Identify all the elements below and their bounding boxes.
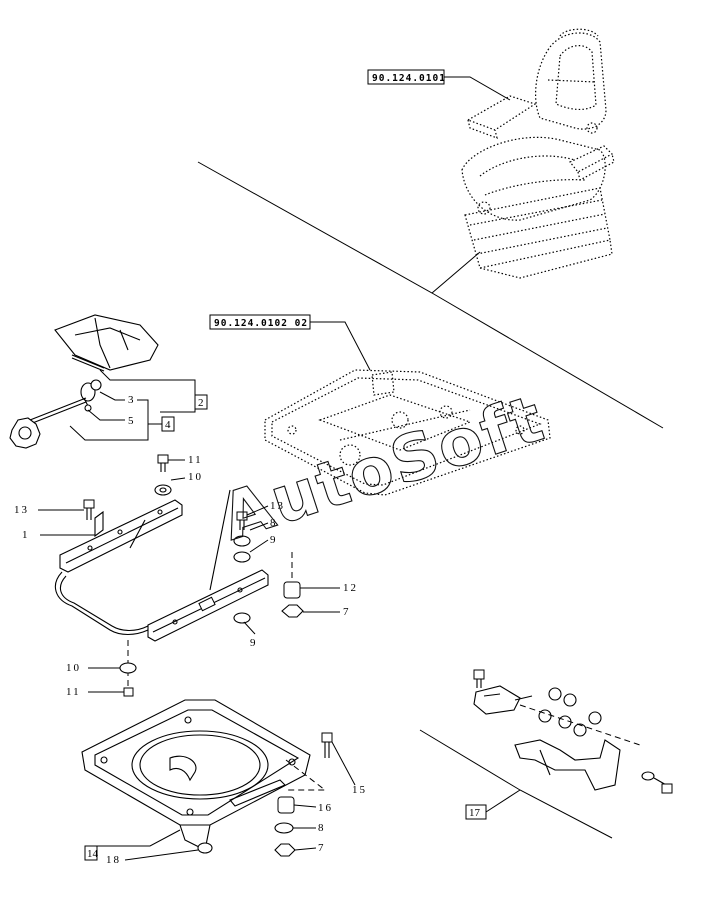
leader-5 (87, 409, 125, 421)
separator-line-mid (431, 292, 664, 429)
callout-18: 18 (106, 854, 121, 866)
watermark: AutoSoft (213, 382, 554, 556)
leader-2b (160, 400, 196, 413)
spacer-icon (277, 796, 295, 814)
leader-18 (124, 849, 199, 861)
seat-belt-buckle-icon (473, 669, 673, 794)
callout-3: 3 (128, 394, 136, 406)
callout-5: 5 (128, 415, 136, 427)
boxed-callout-17-label: 17 (469, 807, 481, 819)
seat-slide-rail-icon (54, 489, 269, 642)
separator-line-top (197, 161, 481, 294)
seat-pad-icon (54, 314, 159, 371)
callout-13b: 13 (270, 500, 285, 512)
leader-15 (331, 741, 356, 786)
hex-nut-icon (281, 604, 304, 618)
callout-8b: 8 (318, 822, 326, 834)
bracket-icon (94, 510, 104, 538)
control-knob-icon (9, 354, 105, 449)
leader-7b (294, 847, 317, 851)
boxed-callout-17 (465, 804, 487, 820)
callout-13a: 13 (14, 504, 29, 516)
washer-icon (233, 551, 251, 563)
leader-9a (249, 539, 269, 553)
callout-10a: 10 (188, 471, 203, 483)
boxed-callout-2-label: 2 (198, 397, 204, 409)
svg-text:90.124.0101: 90.124.0101 (372, 73, 446, 84)
seat-icon (461, 28, 615, 279)
reference-label-seat: 90.124.0101 (367, 69, 511, 101)
separator-branch (485, 789, 521, 813)
swivel-plate-icon (81, 699, 311, 851)
callout-16: 16 (318, 802, 333, 814)
spacer-icon (283, 581, 301, 599)
callout-15: 15 (352, 784, 367, 796)
bolt-icon (123, 687, 134, 697)
washer-icon (154, 484, 172, 496)
washer-icon (119, 662, 137, 674)
callout-9a: 9 (270, 534, 278, 546)
callout-9b: 9 (250, 637, 258, 649)
boxed-callout-4-label: 4 (165, 419, 171, 431)
bolt-icon (236, 511, 248, 530)
boxed-callout-14 (84, 845, 98, 861)
leader-13b (246, 505, 269, 516)
callout-8a: 8 (270, 517, 278, 529)
washer-icon (233, 612, 251, 624)
boxed-callout-14-label: 14 (87, 848, 99, 860)
callout-11a: 11 (188, 454, 203, 466)
bolt-icon (83, 499, 95, 520)
callout-11b: 11 (66, 686, 81, 698)
bolt-icon (321, 732, 333, 758)
svg-text:90.124.0102 02: 90.124.0102 02 (214, 318, 308, 329)
axis-line (285, 759, 327, 791)
reference-label-support: 90.124.0102 02 (209, 314, 371, 371)
callout-10b: 10 (66, 662, 81, 674)
seat-base-plate-icon (264, 369, 551, 496)
leader-16 (293, 804, 317, 808)
bolt-icon (157, 454, 169, 472)
nut-icon (274, 822, 294, 834)
leader-4-bracket (69, 399, 149, 441)
callout-12: 12 (343, 582, 358, 594)
leader-10a (170, 477, 186, 481)
leader-8a (249, 522, 269, 531)
knob-icon (197, 842, 213, 854)
boxed-callout-4 (161, 416, 175, 432)
leader-2 (99, 369, 196, 395)
boxed-callout-2 (194, 394, 208, 410)
callout-7b: 7 (318, 842, 326, 854)
nut-icon (233, 535, 251, 547)
callout-7a: 7 (343, 606, 351, 618)
leader-3 (99, 391, 125, 401)
hex-nut-icon (274, 843, 296, 857)
leader-14 (97, 829, 181, 847)
leader-9b (243, 621, 256, 635)
callout-1: 1 (22, 529, 30, 541)
